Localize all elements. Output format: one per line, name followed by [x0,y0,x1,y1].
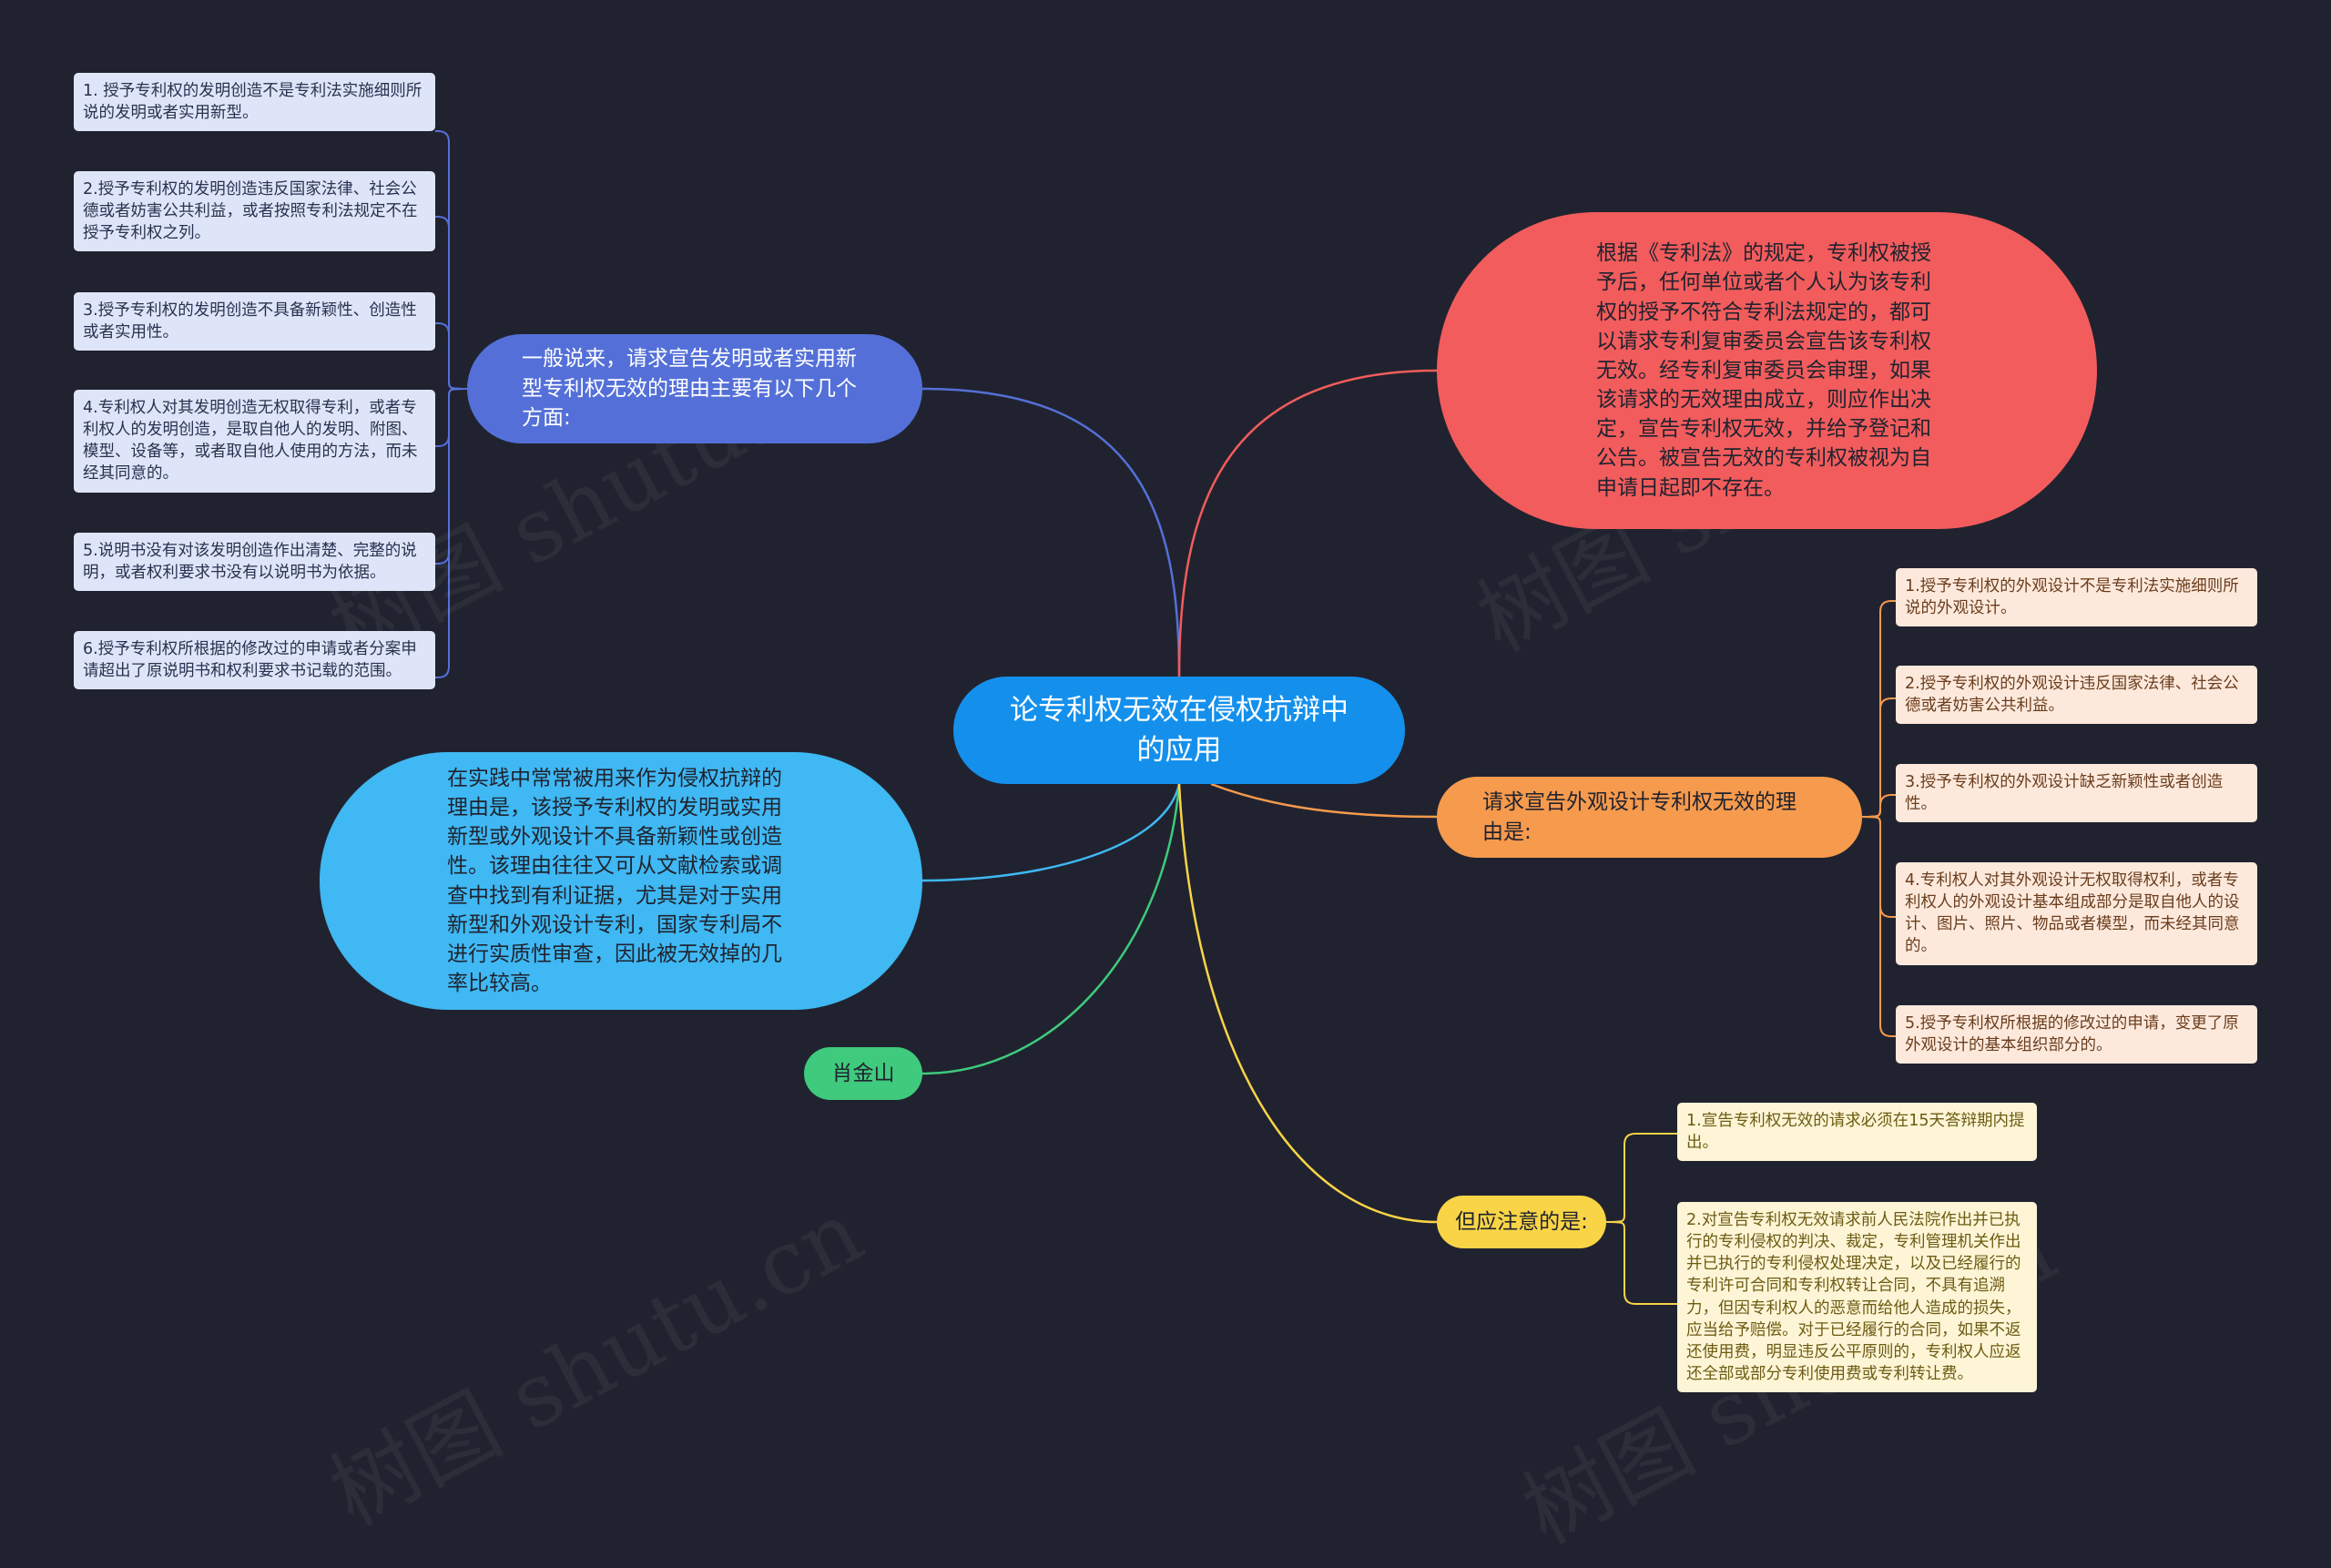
link-center-green [921,783,1181,1075]
central-topic-text: 论专利权无效在侵权抗辩中的应用 [1010,693,1349,767]
leaf-text: 1.宣告专利权无效的请求必须在15天答辩期内提出。 [1686,1112,2025,1153]
link-orange-leaf-2 [1861,697,1896,818]
branch-patent-law-provision[interactable]: 根据《专利法》的规定，专利权被授予后，任何单位或者个人认为该专利权的授予不符合专… [1437,212,2097,529]
branch-invalidity-reasons-invention[interactable]: 一般说来，请求宣告发明或者实用新型专利权无效的理由主要有以下几个方面: [467,334,922,443]
leaf-text: 2.对宣告专利权无效请求前人民法院作出并已执行的专利侵权的判决、裁定，专利管理机… [1686,1211,2021,1383]
leaf-blue-6[interactable]: 6.授予专利权所根据的修改过的申请或者分案申请超出了原说明书和权利要求书记载的范… [74,631,435,690]
leaf-orange-5[interactable]: 5.授予专利权所根据的修改过的申请，变更了原外观设计的基本组织部分的。 [1896,1005,2257,1064]
leaf-text: 1.授予专利权的外观设计不是专利法实施细则所说的外观设计。 [1905,577,2239,618]
leaf-text: 3.授予专利权的外观设计缺乏新颖性或者创造性。 [1905,773,2224,814]
leaf-blue-1[interactable]: 1. 授予专利权的发明创造不是专利法实施细则所说的发明或者实用新型。 [74,73,435,132]
link-yellow-leaf-1 [1605,1133,1677,1223]
central-topic[interactable]: 论专利权无效在侵权抗辩中的应用 [953,677,1405,784]
leaf-text: 6.授予专利权所根据的修改过的申请或者分案申请超出了原说明书和权利要求书记载的范… [83,640,417,681]
leaf-orange-4[interactable]: 4.专利权人对其外观设计无权取得权利，或者专利权人的外观设计基本组成部分是取自他… [1896,862,2257,965]
leaf-text: 2.授予专利权的发明创造违反国家法律、社会公德或者妨害公共利益，或者按照专利法规… [83,180,418,243]
branch-text: 肖金山 [831,1061,895,1085]
connector-lines [435,130,1896,1305]
leaf-blue-2[interactable]: 2.授予专利权的发明创造违反国家法律、社会公德或者妨害公共利益，或者按照专利法规… [74,171,435,252]
link-orange-leaf-4 [1861,816,1896,918]
branch-text: 一般说来，请求宣告发明或者实用新型专利权无效的理由主要有以下几个方面: [522,347,857,431]
link-blue-leaf-1 [435,130,468,390]
leaf-text: 1. 授予专利权的发明创造不是专利法实施细则所说的发明或者实用新型。 [83,82,422,123]
leaf-yellow-2[interactable]: 2.对宣告专利权无效请求前人民法院作出并已执行的专利侵权的判决、裁定，专利管理机… [1677,1202,2037,1393]
link-blue-leaf-2 [435,216,468,390]
leaf-orange-1[interactable]: 1.授予专利权的外观设计不是专利法实施细则所说的外观设计。 [1896,568,2257,627]
branch-text: 根据《专利法》的规定，专利权被授予后，任何单位或者个人认为该专利权的授予不符合专… [1596,241,1931,500]
link-blue-leaf-6 [435,388,468,678]
leaf-text: 4.专利权人对其外观设计无权取得权利，或者专利权人的外观设计基本组成部分是取自他… [1905,871,2240,956]
leaf-text: 5.说明书没有对该发明创造作出清楚、完整的说明，或者权利要求书没有以说明书为依据… [83,542,417,583]
link-yellow-leaf-2 [1605,1221,1677,1305]
leaf-orange-2[interactable]: 2.授予专利权的外观设计违反国家法律、社会公德或者妨害公共利益。 [1896,666,2257,725]
link-center-orange [1210,782,1438,819]
leaf-text: 2.授予专利权的外观设计违反国家法律、社会公德或者妨害公共利益。 [1905,675,2239,716]
leaf-text: 4.专利权人对其发明创造无权取得专利，或者专利权人的发明创造，是取自他人的发明、… [83,399,418,484]
leaf-blue-4[interactable]: 4.专利权人对其发明创造无权取得专利，或者专利权人的发明创造，是取自他人的发明、… [74,390,435,493]
link-blue-leaf-3 [435,322,468,390]
branch-notes[interactable]: 但应注意的是: [1437,1196,1606,1248]
branch-invalidity-reasons-design[interactable]: 请求宣告外观设计专利权无效的理由是: [1437,777,1862,858]
leaf-yellow-1[interactable]: 1.宣告专利权无效的请求必须在15天答辩期内提出。 [1677,1103,2037,1162]
link-orange-leaf-5 [1861,816,1896,1037]
leaf-text: 3.授予专利权的发明创造不具备新颖性、创造性或者实用性。 [83,301,417,342]
leaf-orange-3[interactable]: 3.授予专利权的外观设计缺乏新颖性或者创造性。 [1896,764,2257,823]
leaf-text: 5.授予专利权所根据的修改过的申请，变更了原外观设计的基本组织部分的。 [1905,1014,2239,1055]
branch-text: 但应注意的是: [1455,1209,1588,1234]
branch-text: 在实践中常常被用来作为侵权抗辩的理由是，该授予专利权的发明或实用新型或外观设计不… [447,766,782,996]
branch-author[interactable]: 肖金山 [804,1047,922,1100]
branch-text: 请求宣告外观设计专利权无效的理由是: [1482,789,1797,844]
leaf-blue-3[interactable]: 3.授予专利权的发明创造不具备新颖性、创造性或者实用性。 [74,292,435,351]
link-center-blue [921,387,1181,677]
link-orange-leaf-3 [1861,794,1896,818]
branch-practice-defense[interactable]: 在实践中常常被用来作为侵权抗辩的理由是，该授予专利权的发明或实用新型或外观设计不… [320,752,922,1010]
link-orange-leaf-1 [1861,600,1896,818]
link-center-red [1177,369,1438,677]
leaf-blue-5[interactable]: 5.说明书没有对该发明创造作出清楚、完整的说明，或者权利要求书没有以说明书为依据… [74,533,435,592]
link-center-yellow [1177,783,1438,1224]
link-center-cyan [921,783,1181,882]
link-blue-leaf-4 [435,388,468,447]
